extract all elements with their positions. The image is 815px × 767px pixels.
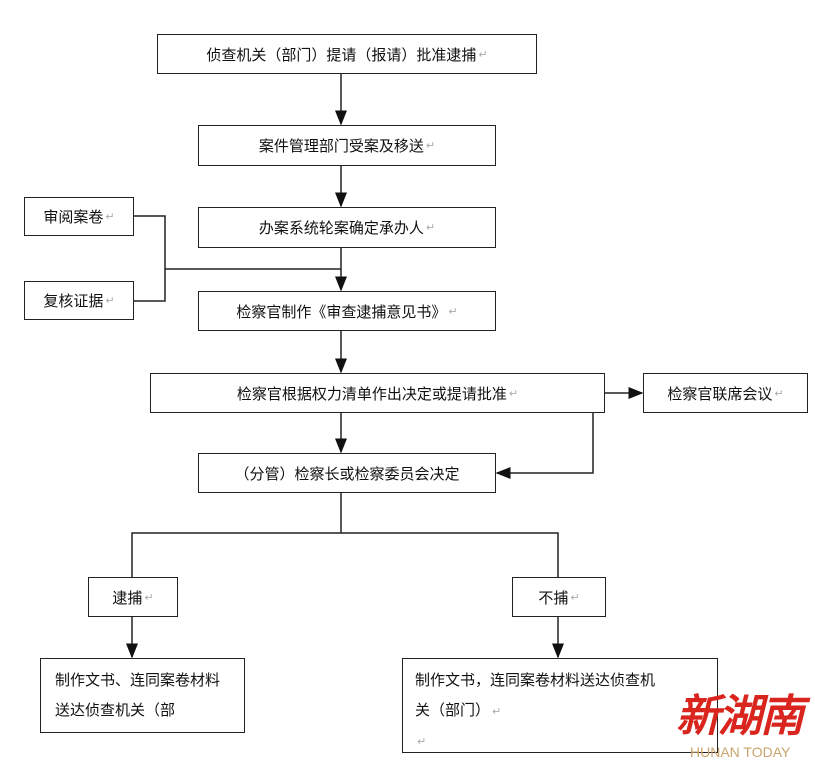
return-mark: ↵ [425,221,436,234]
node-verify-evidence: 复核证据↵ [24,281,134,320]
return-mark: ↵ [508,386,519,400]
watermark-subtitle: HUNAN TODAY [690,744,791,760]
return-mark: ↵ [570,590,580,604]
return-mark: ↵ [144,590,154,604]
node-label: 复核证据 [43,292,104,310]
node-request: 侦查机关（部门）提请（报请）批准逮捕↵ [157,34,537,74]
node-review-file: 审阅案卷↵ [24,197,134,236]
node-no-arrest: 不捕↵ [512,577,606,617]
return-mark: ↵ [478,47,488,61]
node-arrest: 逮捕↵ [88,577,178,617]
node-label: 检察官制作《审查逮捕意见书》 [236,302,447,321]
return-mark: ↵ [425,139,436,152]
node-label: 关（部门） [415,701,491,719]
node-label: 检察官联席会议 [667,384,773,403]
node-no-arrest-doc: 制作文书，连同案卷材料送达侦查机关（部门）↵↵ [402,658,718,753]
node-assign: 办案系统轮案确定承办人↵ [198,207,496,248]
return-mark: ↵ [105,294,115,307]
node-case-mgmt: 案件管理部门受案及移送↵ [198,125,496,166]
node-label: （分管）检察长或检察委员会决定 [234,464,460,483]
node-decide: 检察官根据权力清单作出决定或提请批准↵ [150,373,605,413]
node-label: 不捕 [538,588,569,607]
return-mark: ↵ [105,210,115,223]
node-label: 侦查机关（部门）提请（报请）批准逮捕 [206,45,477,64]
node-label: 审阅案卷 [43,208,104,226]
node-joint-meeting: 检察官联席会议↵ [643,373,808,413]
node-label: 检察官根据权力清单作出决定或提请批准 [236,384,507,403]
return-mark: ↵ [417,735,427,748]
node-label: 案件管理部门受案及移送 [258,137,424,155]
return-mark: ↵ [448,304,458,318]
node-label: 制作文书、连同案卷材料送达侦查机关（部 [55,671,221,719]
return-mark: ↵ [774,386,784,400]
return-mark: ↵ [492,705,502,718]
node-label: 逮捕 [112,588,143,607]
node-opinion: 检察官制作《审查逮捕意见书》↵ [198,291,496,331]
node-chief: （分管）检察长或检察委员会决定 [198,453,496,493]
node-label: 办案系统轮案确定承办人 [258,219,424,237]
node-label: 制作文书，连同案卷材料送达侦查机 [415,671,656,689]
watermark-logo: 新湖南 [676,691,804,742]
node-arrest-doc: 制作文书、连同案卷材料送达侦查机关（部 [40,658,245,733]
